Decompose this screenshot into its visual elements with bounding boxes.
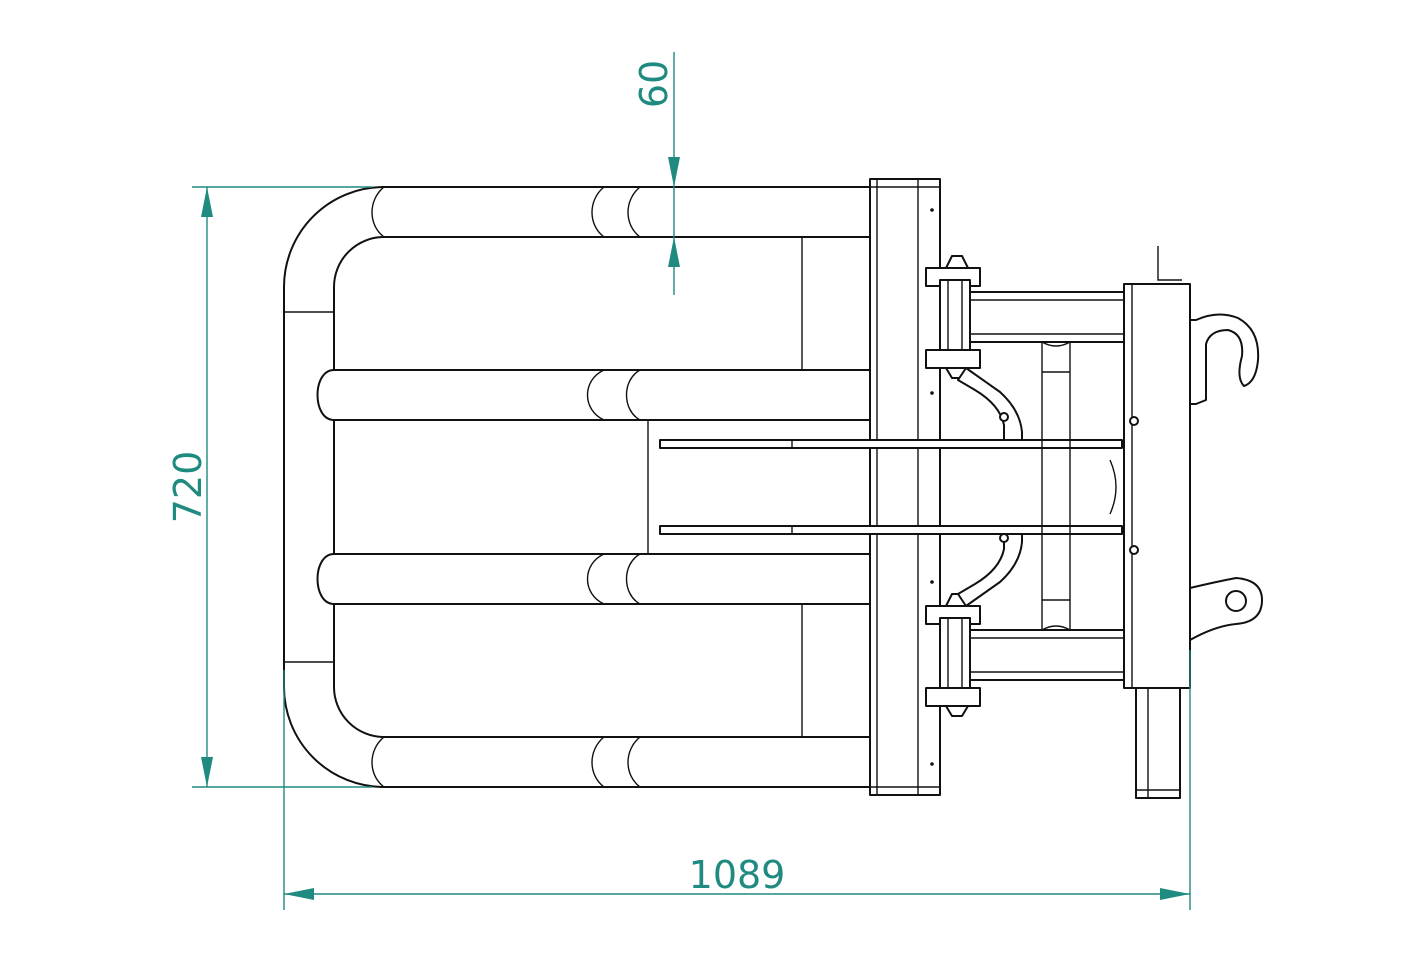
dimension-length: 1089 <box>283 650 1191 910</box>
lower-inner-tine <box>316 553 871 605</box>
coupling-plate <box>1123 246 1263 799</box>
linkage <box>957 341 1117 631</box>
height-label: 720 <box>166 451 210 524</box>
center-tines <box>659 439 1123 535</box>
connecting-arms <box>969 291 1125 681</box>
top-hook <box>1189 313 1260 405</box>
clamp-frame <box>283 186 871 788</box>
gap-label: 60 <box>632 60 676 108</box>
upper-hinge <box>925 255 981 379</box>
bottom-lug <box>1189 577 1263 641</box>
outer-tube <box>283 186 871 788</box>
length-label: 1089 <box>689 853 786 897</box>
dimension-gap: 60 <box>632 52 680 295</box>
dimension-height: 720 <box>166 186 372 788</box>
lower-hinge <box>925 593 981 717</box>
upper-inner-tine <box>316 369 871 421</box>
